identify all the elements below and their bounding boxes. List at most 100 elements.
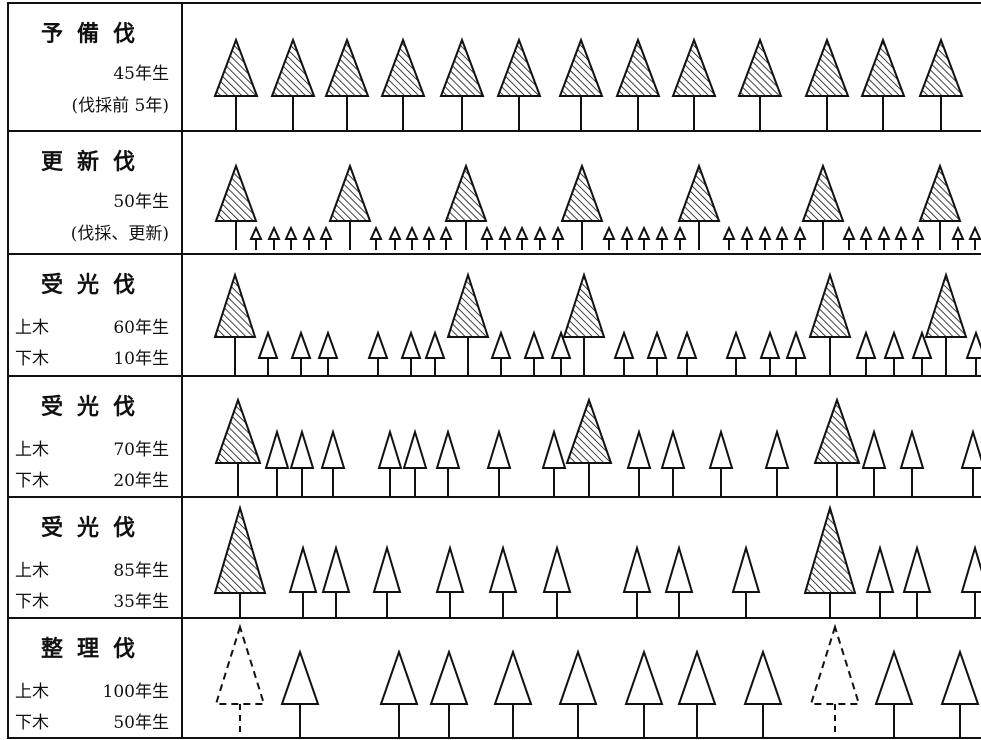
- stage-note: (伐採前 5年): [72, 91, 169, 116]
- upper-tree: [282, 652, 318, 738]
- row-divider: [7, 253, 981, 255]
- lower-tree: [901, 432, 923, 496]
- lower-tree-label: 下木: [15, 708, 49, 733]
- upper-tree: [942, 652, 978, 738]
- lower-tree: [374, 548, 400, 617]
- lower-tree: [666, 548, 692, 617]
- lower-tree: [490, 548, 516, 617]
- seedling: [675, 228, 685, 250]
- lower-tree: [648, 333, 666, 375]
- old-tree: [562, 166, 602, 250]
- stage-scene: [183, 496, 981, 617]
- seedling: [639, 228, 649, 250]
- seedling: [953, 228, 963, 250]
- lower-tree: [426, 333, 444, 375]
- stage-age: 50年生: [113, 187, 169, 212]
- old-tree: [803, 166, 843, 250]
- stage-label: 受光伐 上木 85年生 下木 35年生: [7, 496, 183, 617]
- stage-label: 予備伐 45年生 (伐採前 5年): [7, 2, 183, 130]
- seedling: [304, 228, 314, 250]
- lower-tree: [615, 333, 633, 375]
- removed-tree: [216, 627, 264, 738]
- lower-tree: [962, 432, 981, 496]
- lower-tree: [369, 333, 387, 375]
- lower-tree: [904, 548, 930, 617]
- row-divider: [7, 496, 981, 498]
- lower-tree: [863, 432, 885, 496]
- upper-tree: [810, 275, 850, 375]
- lower-tree-label: 下木: [15, 587, 49, 612]
- stage-row-light-3: 受光伐 上木 85年生 下木 35年生: [7, 496, 981, 617]
- lower-tree: [492, 333, 510, 375]
- upper-tree: [448, 275, 488, 375]
- stage-row-regeneration: 更新伐 50年生 (伐採、更新): [7, 130, 981, 253]
- seedling: [896, 228, 906, 250]
- seedling: [795, 228, 805, 250]
- seedling: [371, 228, 381, 250]
- lower-tree: [857, 333, 875, 375]
- stage-row-cleanup: 整理伐 上木 100年生 下木 50年生: [7, 617, 981, 738]
- seedling: [407, 228, 417, 250]
- row-divider: [7, 130, 981, 132]
- seedling: [742, 228, 752, 250]
- upper-tree: [679, 652, 715, 738]
- old-tree: [326, 40, 368, 130]
- seedling: [622, 228, 632, 250]
- lower-tree: [733, 548, 759, 617]
- seedling: [970, 228, 980, 250]
- row-divider: [7, 375, 981, 377]
- lower-tree: [761, 333, 779, 375]
- upper-tree: [495, 652, 531, 738]
- upper-tree-age: 100年生: [103, 677, 169, 702]
- seedling: [441, 228, 451, 250]
- lower-tree-label: 下木: [15, 344, 49, 369]
- lower-tree: [402, 333, 420, 375]
- row-divider: [7, 2, 981, 4]
- upper-tree: [216, 400, 260, 496]
- lower-tree: [867, 548, 893, 617]
- lower-tree: [552, 333, 570, 375]
- lower-tree: [710, 432, 732, 496]
- old-tree: [382, 40, 424, 130]
- upper-tree-label: 上木: [15, 435, 49, 460]
- lower-tree: [323, 548, 349, 617]
- lower-tree: [678, 333, 696, 375]
- old-tree: [739, 40, 781, 130]
- old-tree: [272, 40, 314, 130]
- lower-tree: [525, 333, 543, 375]
- seedling: [251, 228, 261, 250]
- upper-tree-label: 上木: [15, 313, 49, 338]
- stage-note: (伐採、更新): [71, 219, 169, 244]
- stage-age: 45年生: [113, 59, 169, 84]
- stage-title: 整理伐: [25, 631, 165, 663]
- lower-tree: [404, 432, 426, 496]
- old-tree: [560, 40, 602, 130]
- lower-tree: [543, 432, 565, 496]
- seedling: [604, 228, 614, 250]
- lower-tree: [766, 432, 788, 496]
- seedling: [482, 228, 492, 250]
- upper-tree: [431, 652, 467, 738]
- stage-row-light-1: 受光伐 上木 60年生 下木 10年生: [7, 253, 981, 375]
- seedling: [724, 228, 734, 250]
- stage-title: 受光伐: [25, 267, 165, 299]
- old-tree: [446, 166, 486, 250]
- upper-tree: [876, 652, 912, 738]
- upper-tree: [567, 400, 611, 496]
- seedling: [390, 228, 400, 250]
- old-tree: [498, 40, 540, 130]
- old-tree: [806, 40, 848, 130]
- seedling: [269, 228, 279, 250]
- lower-tree: [437, 548, 463, 617]
- upper-tree: [926, 275, 966, 375]
- stage-label: 受光伐 上木 60年生 下木 10年生: [7, 253, 183, 375]
- lower-tree-age: 35年生: [113, 587, 169, 612]
- old-tree: [216, 166, 256, 250]
- lower-tree: [913, 333, 931, 375]
- stage-scene: [183, 130, 981, 253]
- lower-tree: [322, 432, 344, 496]
- stage-label: 受光伐 上木 70年生 下木 20年生: [7, 375, 183, 496]
- old-tree: [673, 40, 715, 130]
- lower-tree: [662, 432, 684, 496]
- removed-tree: [811, 627, 859, 738]
